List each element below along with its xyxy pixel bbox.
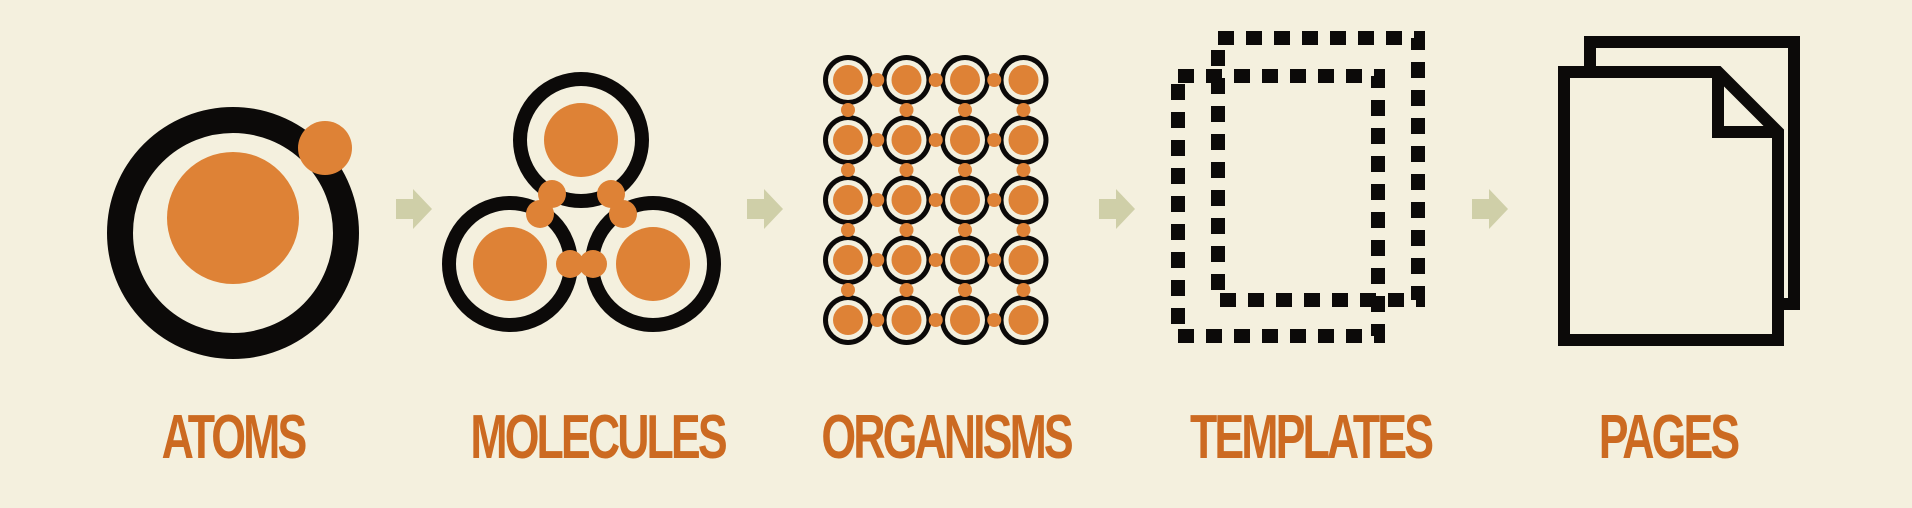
molecule-atom-top-ring <box>513 72 649 208</box>
organism-atom-nucleus <box>891 245 922 275</box>
organism-bond <box>958 223 972 237</box>
organism-bond <box>958 283 972 297</box>
organism-bond <box>928 253 943 267</box>
template-icon <box>1171 31 1425 343</box>
organism-bond <box>928 73 943 87</box>
organism-bond <box>870 73 885 87</box>
organism-atom-nucleus <box>1008 185 1039 215</box>
organism-bond <box>1016 223 1031 237</box>
organism-bond <box>870 133 885 147</box>
organism-bond <box>841 283 855 297</box>
stage-label-atoms: ATOMS <box>161 403 308 472</box>
organism-atom-nucleus <box>833 65 863 95</box>
molecule-atom-left-nucleus <box>473 227 547 301</box>
atom-electron <box>298 121 352 175</box>
organism-atom-nucleus <box>891 185 922 215</box>
stage-label-pages: PAGES <box>1598 403 1740 472</box>
organism-bond <box>899 283 914 297</box>
organism-bond <box>1016 163 1031 177</box>
organism-bond <box>1016 103 1031 117</box>
molecule-icon <box>442 72 721 332</box>
atom-nucleus <box>167 152 299 284</box>
organism-atom-nucleus <box>950 245 980 275</box>
organism-bond <box>841 223 855 237</box>
organism-bond <box>928 193 943 207</box>
organism-bond <box>870 313 885 327</box>
page-dog-ear <box>1712 72 1778 138</box>
organism-bond <box>899 163 914 177</box>
template-front-outline <box>1171 69 1385 343</box>
molecule-atom-top-nucleus <box>544 103 618 177</box>
molecule-bond <box>556 250 584 278</box>
stage-label-organisms: ORGANISMS <box>821 403 1073 472</box>
organism-bond <box>987 253 1002 267</box>
organism-atom-nucleus <box>833 185 863 215</box>
organism-atom-nucleus <box>833 125 863 155</box>
atom-icon <box>107 107 359 359</box>
organism-atom-nucleus <box>950 305 980 335</box>
organism-bond <box>899 103 914 117</box>
organism-atom-nucleus <box>833 305 863 335</box>
arrow-right-icon <box>396 189 432 229</box>
organism-bond <box>987 313 1002 327</box>
arrow-right-icon <box>1472 189 1508 229</box>
organism-bond <box>841 103 855 117</box>
organism-atom-nucleus <box>891 125 922 155</box>
organism-bond <box>841 163 855 177</box>
organism-bond <box>870 253 885 267</box>
organism-atom-nucleus <box>950 125 980 155</box>
molecule-bond <box>526 200 554 228</box>
organism-bond <box>987 193 1002 207</box>
organism-bond <box>987 73 1002 87</box>
organism-bond <box>899 223 914 237</box>
organism-bond <box>987 133 1002 147</box>
template-back-outline <box>1211 31 1425 307</box>
molecule-bond <box>609 200 637 228</box>
organism-atom-nucleus <box>1008 125 1039 155</box>
organism-bond <box>870 193 885 207</box>
atom-ring <box>107 107 359 359</box>
organism-atom-nucleus <box>1008 65 1039 95</box>
molecule-atom-right-nucleus <box>616 227 690 301</box>
organism-atom-nucleus <box>1008 245 1039 275</box>
organism-bond <box>928 313 943 327</box>
page-front-sheet <box>1558 66 1784 346</box>
organism-atom-nucleus <box>891 305 922 335</box>
molecule-bond <box>579 250 607 278</box>
organism-atom-nucleus <box>833 245 863 275</box>
organism-icon <box>823 55 1049 345</box>
organism-atom-nucleus <box>950 65 980 95</box>
organism-bond <box>958 163 972 177</box>
organism-bond <box>1016 283 1031 297</box>
organism-bond <box>928 133 943 147</box>
arrow-right-icon <box>1099 189 1135 229</box>
stage-label-templates: TEMPLATES <box>1190 403 1434 472</box>
arrow-right-icon <box>747 189 783 229</box>
organism-atom-nucleus <box>891 65 922 95</box>
organism-atom-nucleus <box>950 185 980 215</box>
organism-bond <box>958 103 972 117</box>
pages-icon <box>1558 36 1800 346</box>
organism-atom-nucleus <box>1008 305 1039 335</box>
stage-label-molecules: MOLECULES <box>470 403 727 472</box>
